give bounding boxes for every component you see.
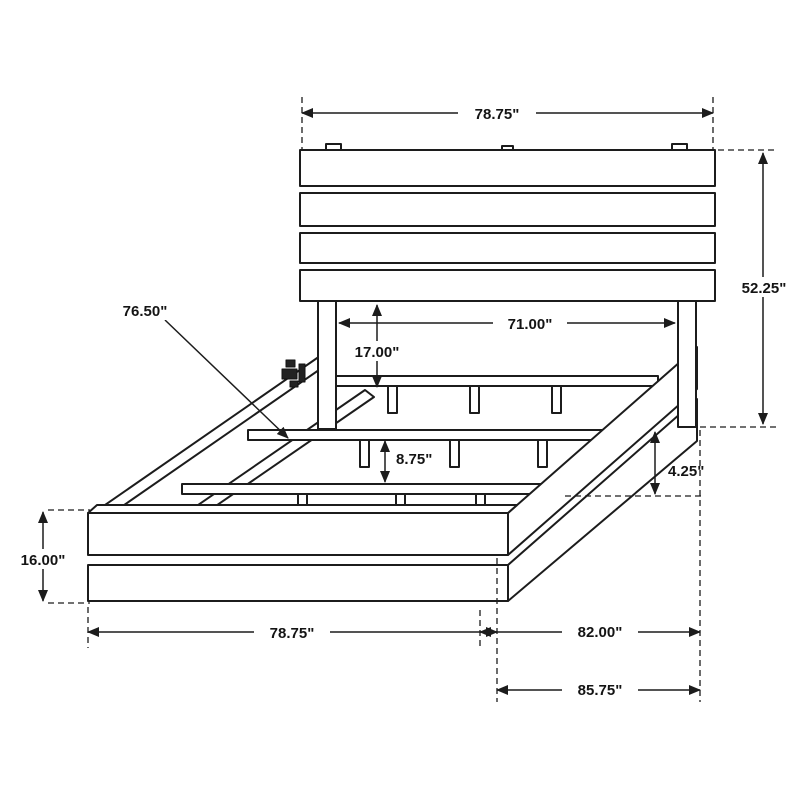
dim-inner-width: 71.00"	[493, 313, 567, 333]
center-support-rail	[184, 389, 375, 522]
dim-headboard-height: 52.25"	[731, 277, 797, 297]
dim-bed-length: 82.00"	[562, 621, 638, 641]
dim-total-length: 85.75"	[562, 679, 638, 699]
dim-headboard-width-label: 78.75"	[475, 106, 520, 123]
headboard-slat-4	[299, 269, 716, 302]
headboard-leg-right	[677, 300, 697, 428]
slat-board	[321, 375, 659, 387]
headboard-slat-2	[299, 192, 716, 227]
leader-rail-length	[164, 319, 289, 439]
rail-bracket-hardware	[281, 359, 306, 388]
slat-board	[181, 483, 557, 495]
dim-bed-length-label: 82.00"	[578, 624, 623, 641]
slat-foot	[359, 439, 370, 468]
dim-slat-support-height-label: 8.75"	[396, 451, 432, 468]
slat-foot	[551, 385, 562, 414]
dim-footboard-height: 16.00"	[12, 549, 74, 569]
dim-headboard-height-label: 52.25"	[742, 280, 787, 297]
dim-headboard-leg-height-label: 17.00"	[355, 344, 400, 361]
headboard-slat-1	[299, 149, 716, 187]
dim-side-rail-height: 4.25"	[668, 463, 704, 480]
dimension-labels: 78.75" 52.25" 71.00" 17.00" 76.50" 8.75"…	[12, 103, 797, 699]
slat-board	[247, 429, 611, 441]
dim-side-rail-height-label: 4.25"	[668, 463, 704, 480]
footboard-lower-board	[87, 564, 509, 602]
dim-footboard-height-label: 16.00"	[21, 552, 66, 569]
headboard-leg-left	[317, 300, 337, 430]
slat-foot	[387, 385, 398, 414]
footboard-top-face	[87, 504, 518, 514]
bed-frame-drawing	[87, 143, 716, 602]
footboard-upper-board	[87, 512, 509, 556]
headboard-slat-3	[299, 232, 716, 264]
dim-bed-width-label: 78.75"	[270, 625, 315, 642]
dim-headboard-leg-height: 17.00"	[340, 341, 414, 361]
slat-foot	[537, 439, 548, 468]
dim-inner-width-label: 71.00"	[508, 316, 553, 333]
dim-headboard-width: 78.75"	[458, 103, 536, 123]
dim-bed-width: 78.75"	[254, 622, 330, 642]
dim-rail-length: 76.50"	[108, 300, 182, 320]
slat-foot	[469, 385, 480, 414]
dim-rail-length-label: 76.50"	[123, 303, 168, 320]
dim-total-length-label: 85.75"	[578, 682, 623, 699]
headboard	[299, 143, 716, 430]
dim-slat-support-height: 8.75"	[392, 449, 446, 468]
slat-foot	[449, 439, 460, 468]
